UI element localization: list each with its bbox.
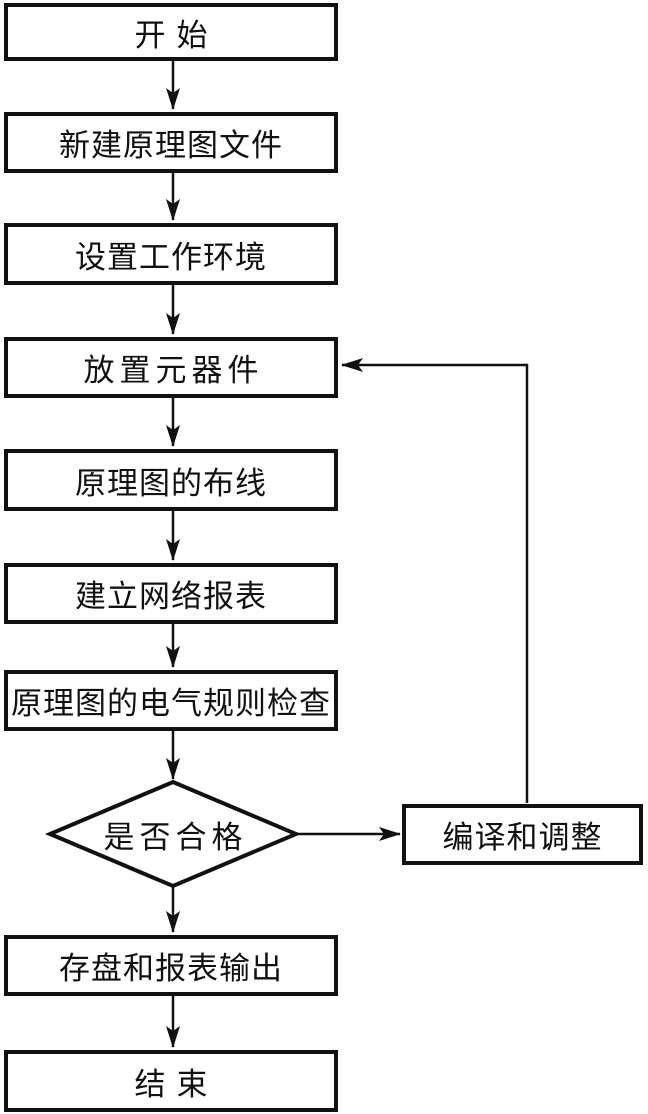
node-compile-adjust: 编译和调整 [402, 804, 643, 865]
node-new-schematic-file: 新建原理图文件 [4, 112, 338, 173]
node-create-netlist-label: 建立网络报表 [75, 579, 267, 614]
node-erc-check-label: 原理图的电气规则检查 [11, 686, 331, 721]
flow-arrow-compile-to-place [341, 358, 529, 803]
node-setup-environment: 设置工作环境 [4, 223, 338, 285]
node-compile-adjust-label: 编译和调整 [442, 820, 603, 855]
node-schematic-wiring-label: 原理图的布线 [75, 465, 267, 501]
node-create-netlist: 建立网络报表 [4, 563, 338, 624]
node-decision-qualified: 是否合格 [50, 782, 296, 886]
node-start-label: 开始 [134, 17, 219, 53]
node-save-and-report-label: 存盘和报表输出 [59, 951, 283, 986]
node-setup-environment-label: 设置工作环境 [75, 239, 267, 275]
node-end: 结束 [4, 1050, 338, 1112]
node-schematic-wiring: 原理图的布线 [4, 449, 338, 511]
node-decision-qualified-label: 是否合格 [103, 819, 248, 855]
node-new-schematic-file-label: 新建原理图文件 [59, 128, 283, 163]
node-place-components: 放置元器件 [4, 337, 338, 398]
node-save-and-report: 存盘和报表输出 [4, 935, 338, 996]
node-end-label: 结束 [134, 1066, 219, 1102]
node-start: 开始 [4, 3, 338, 61]
node-erc-check: 原理图的电气规则检查 [4, 670, 338, 731]
node-place-components-label: 放置元器件 [83, 353, 264, 388]
